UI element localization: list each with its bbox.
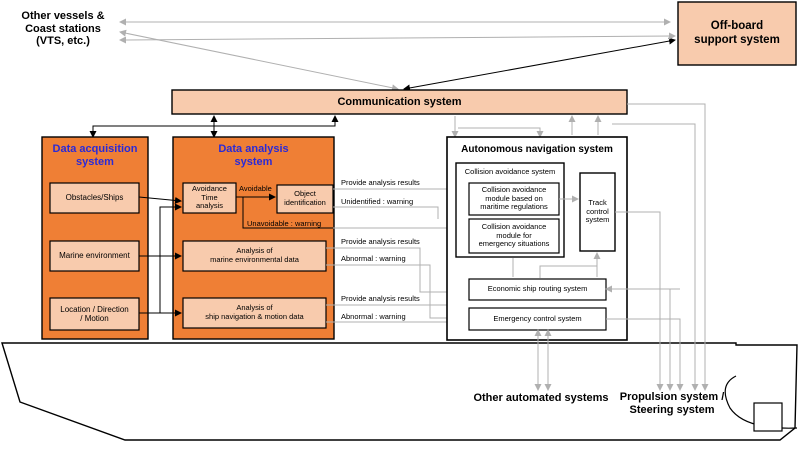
provide-results-label-3: Provide analysis results [341, 293, 420, 303]
other-vessels-label: Other vessels & Coast stations (VTS, etc… [21, 10, 105, 48]
provide-results-label-1: Provide analysis results [341, 177, 420, 187]
module-emergency-box [468, 218, 560, 254]
object-identification-label: Object identification [284, 189, 326, 207]
acquisition-title: Data acquisition system [52, 143, 138, 168]
location-label: Location / Direction / Motion [60, 304, 129, 323]
communication-box [171, 89, 628, 115]
emergency-control-label: Emergency control system [493, 313, 582, 323]
economic-routing-label: Economic ship routing system [487, 284, 588, 294]
unavoidable-label: Unavoidable : warning [247, 218, 322, 228]
object-identification-box [276, 184, 334, 214]
nav-analysis-label: Analysis of ship navigation & motion dat… [205, 303, 304, 321]
track-control-label: Track control system [585, 198, 610, 225]
marine-analysis-box [182, 240, 327, 272]
marine-label: Marine environment [59, 251, 130, 261]
abnormal-warning-label-2: Abnormal : warning [341, 311, 406, 321]
propulsion-label: Propulsion system / Steering system [619, 391, 725, 416]
track-control-box [579, 172, 616, 252]
module-regulations-box [468, 182, 560, 216]
avoidance-time-box [182, 182, 237, 214]
other-automated-label: Other automated systems [473, 391, 609, 404]
unidentified-warning-label: Unidentified : warning [341, 196, 414, 206]
nav-analysis-box [182, 297, 327, 329]
location-box [49, 297, 140, 331]
abnormal-warning-label-1: Abnormal : warning [341, 253, 406, 263]
collision-system-label: Collision avoidance system [464, 166, 556, 176]
module-regulations-label: Collision avoidance module based on mari… [480, 185, 548, 212]
communication-label: Communication system [337, 95, 462, 108]
avoidance-time-label: Avoidance Time analysis [192, 184, 227, 211]
module-emergency-label: Collision avoidance module for emergency… [478, 222, 550, 249]
provide-results-label-2: Provide analysis results [341, 236, 420, 246]
obstacles-label: Obstacles/Ships [65, 193, 124, 203]
avoidable-label: Avoidable [239, 183, 272, 193]
navigation-title: Autonomous navigation system [461, 144, 613, 156]
offboard-label: Off-board support system [694, 20, 780, 46]
analysis-title: Data analysis system [218, 143, 289, 168]
bow-thruster-box [753, 402, 783, 432]
marine-analysis-label: Analysis of marine environmental data [210, 246, 299, 264]
marine-box [49, 240, 140, 272]
offboard-box [677, 1, 797, 66]
obstacles-box [49, 182, 140, 214]
